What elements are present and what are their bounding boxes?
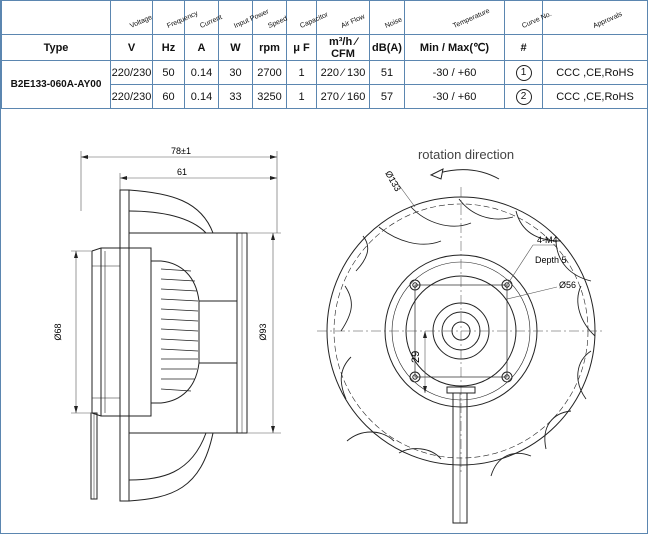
cell-approvals: CCC ,CE,RoHS	[542, 84, 648, 109]
cell-power: 33	[218, 84, 253, 109]
header-voltage: Voltage	[110, 1, 153, 35]
dim-bolt-circle: Ø56	[559, 280, 576, 290]
header-row: Voltage Frequency Current Input Power Sp…	[1, 1, 648, 35]
unit-curve: #	[504, 34, 543, 61]
cell-noise: 51	[369, 60, 405, 85]
dim-overall-width: 78±1	[171, 146, 191, 156]
cell-approvals: CCC ,CE,RoHS	[542, 60, 648, 85]
cell-speed: 2700	[252, 60, 287, 85]
unit-noise: dB(A)	[369, 34, 405, 61]
spec-table: Voltage Frequency Current Input Power Sp…	[1, 1, 648, 109]
unit-hz: Hz	[152, 34, 185, 61]
cell-hz: 50	[152, 60, 185, 85]
cell-air-flow: 270 ⁄ 160	[316, 84, 370, 109]
dim-inlet-dia: Ø68	[53, 323, 63, 340]
cell-voltage: 220/230	[110, 60, 153, 85]
cell-curve: 2	[504, 84, 543, 109]
dim-offset: 29	[410, 351, 422, 363]
header-cell-blank	[1, 1, 111, 35]
model-name: B2E133-060A-AY00	[1, 60, 111, 109]
dim-depth: Depth 5	[535, 255, 567, 265]
unit-temperature: Min / Max(℃)	[404, 34, 505, 61]
unit-approvals	[542, 34, 648, 61]
header-speed: Speed	[252, 1, 288, 35]
dim-outer-dia: Ø133	[383, 169, 403, 193]
table-row: B2E133-060A-AY00 220/230 50 0.14 30 2700…	[1, 60, 648, 109]
rotation-direction-label: rotation direction	[418, 147, 514, 162]
header-curve-no: Curve No.	[504, 1, 552, 35]
header-temperature: Temperature	[404, 1, 505, 35]
unit-rpm: rpm	[252, 34, 287, 61]
cell-voltage: 220/230	[110, 84, 153, 109]
header-approvals: Approvals	[542, 1, 648, 35]
header-capacitor: Capacitor	[286, 1, 329, 35]
curve-number-badge: 1	[515, 64, 532, 81]
cell-noise: 57	[369, 84, 405, 109]
dim-inner-width: 61	[177, 167, 187, 177]
cell-current: 0.14	[184, 60, 219, 85]
header-air-flow: Air Flow	[316, 1, 370, 35]
cell-temperature: -30 / +60	[404, 84, 505, 109]
dim-body-dia: Ø93	[258, 323, 268, 340]
cell-air-flow: 220 ⁄ 130	[316, 60, 370, 85]
dim-holes: 4-M4	[537, 235, 558, 245]
cell-temperature: -30 / +60	[404, 60, 505, 85]
table-row: 220/230 60 0.14 33 3250 1 270 ⁄ 160 57 -…	[2, 84, 648, 109]
curve-number-badge: 2	[515, 88, 532, 105]
cell-capacitor: 1	[286, 84, 317, 109]
header-frequency: Frequency	[152, 1, 199, 35]
